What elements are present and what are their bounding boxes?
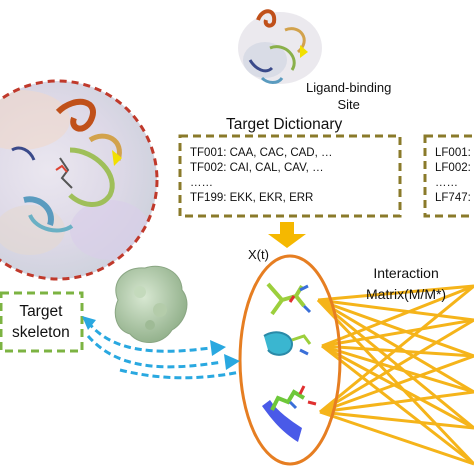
fragment-top-icon bbox=[266, 282, 312, 316]
interaction-line-5 bbox=[316, 298, 474, 466]
interaction-line1: Interaction bbox=[373, 265, 439, 281]
dict-row-2: TF002: CAI, CAL, CAV, … bbox=[190, 162, 324, 174]
fragment-ellipse bbox=[238, 254, 342, 466]
interaction-line-3 bbox=[317, 298, 474, 394]
interaction-line-16 bbox=[319, 410, 474, 430]
interaction-matrix-label: Interaction Matrix(M/M*) bbox=[366, 263, 446, 305]
xt-label: X(t) bbox=[248, 247, 269, 262]
interaction-line2: Matrix(M/M*) bbox=[366, 286, 447, 302]
ligand-site-line2: Site bbox=[337, 97, 360, 112]
lig-row-2: LF002: bbox=[435, 162, 471, 174]
skeleton-surface-icon bbox=[114, 265, 188, 343]
lig-row-1: LF001: bbox=[435, 147, 471, 159]
interaction-line-9 bbox=[321, 344, 474, 394]
ligand-dictionary-box bbox=[423, 134, 474, 218]
binding-pocket-circle bbox=[0, 79, 159, 281]
skeleton-arrows bbox=[86, 321, 241, 380]
skeleton-line2: skeleton bbox=[12, 324, 70, 341]
interaction-line-12 bbox=[319, 284, 474, 414]
target-skeleton-label: Target skeleton bbox=[12, 301, 70, 343]
interaction-line-14 bbox=[319, 354, 474, 414]
interaction-line-0 bbox=[317, 284, 474, 302]
dict-row-1: TF001: CAA, CAC, CAD, … bbox=[190, 147, 333, 159]
interaction-line-15 bbox=[319, 390, 474, 414]
target-dictionary-rows: TF001: CAA, CAC, CAD, … TF002: CAI, CAL,… bbox=[190, 146, 333, 206]
target-skeleton-box bbox=[0, 291, 84, 353]
interaction-line-4 bbox=[317, 298, 474, 430]
dict-row-3: …… bbox=[190, 177, 213, 189]
interaction-line-11 bbox=[321, 344, 474, 466]
target-dictionary-box bbox=[178, 134, 402, 218]
ligand-site-label: Ligand-binding Site bbox=[306, 79, 391, 113]
lig-row-4: LF747: bbox=[435, 192, 471, 204]
lig-row-3: …… bbox=[435, 177, 458, 189]
arrow-heads bbox=[82, 316, 240, 370]
target-dictionary-title: Target Dictionary bbox=[226, 116, 343, 133]
ligand-dictionary-rows: LF001: LF002: …… LF747: bbox=[435, 146, 471, 206]
interaction-line-1 bbox=[317, 298, 474, 322]
interaction-line-6 bbox=[321, 284, 474, 348]
interaction-lines bbox=[316, 284, 474, 466]
interaction-line-13 bbox=[319, 318, 474, 414]
protein-ribbon-large bbox=[11, 98, 122, 233]
dict-row-4: TF199: EKK, EKR, ERR bbox=[190, 192, 314, 204]
interaction-line-7 bbox=[321, 318, 474, 348]
interaction-line-10 bbox=[321, 344, 474, 430]
down-arrow-icon bbox=[268, 222, 306, 248]
ligand-binding-site-image bbox=[238, 9, 322, 84]
fragment-bottom-icon bbox=[262, 385, 317, 442]
interaction-line-8 bbox=[321, 344, 474, 358]
interaction-line-2 bbox=[317, 298, 474, 358]
interaction-line-17 bbox=[319, 410, 474, 466]
ligand-site-line1: Ligand-binding bbox=[306, 80, 392, 95]
fragment-middle-icon bbox=[263, 331, 312, 356]
skeleton-line1: Target bbox=[19, 303, 63, 320]
